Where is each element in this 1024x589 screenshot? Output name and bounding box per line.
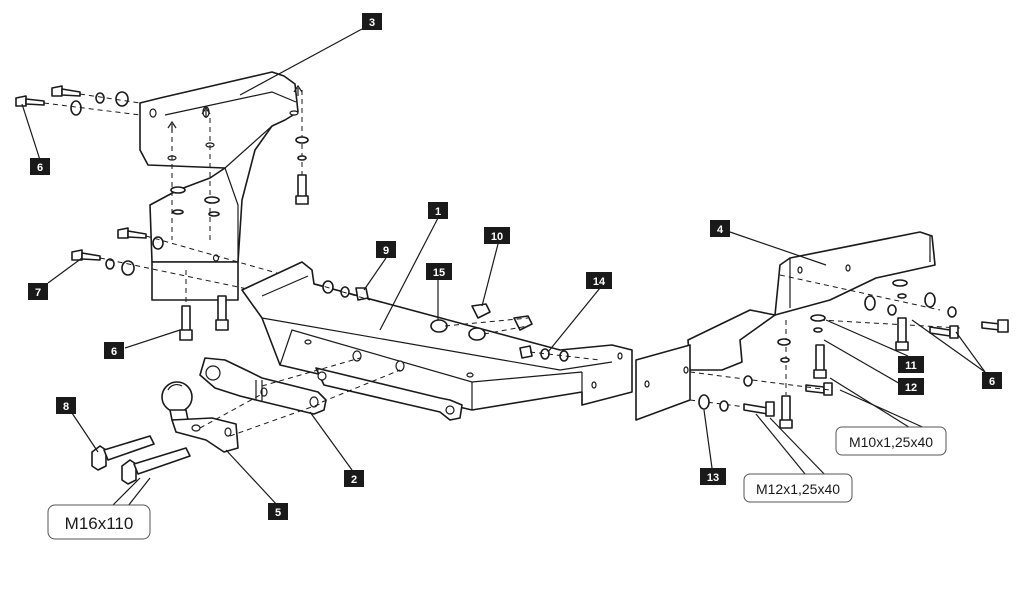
callout-5: 5 bbox=[268, 503, 288, 520]
svg-text:4: 4 bbox=[717, 224, 724, 236]
svg-text:6: 6 bbox=[989, 376, 995, 388]
callout-7: 7 bbox=[28, 283, 48, 300]
callout-13: 13 bbox=[700, 468, 726, 485]
svg-text:3: 3 bbox=[369, 17, 375, 29]
svg-text:M10x1,25x40: M10x1,25x40 bbox=[849, 434, 933, 450]
svg-text:7: 7 bbox=[35, 287, 41, 299]
svg-text:12: 12 bbox=[905, 382, 917, 394]
callout-15: 15 bbox=[426, 263, 452, 280]
callout-14: 14 bbox=[586, 272, 612, 289]
left-side-fasteners bbox=[71, 227, 331, 341]
crossbar-part-1 bbox=[241, 261, 633, 421]
callout-2: 2 bbox=[344, 470, 364, 487]
svg-text:1: 1 bbox=[435, 206, 441, 218]
m16-bolts-part-8 bbox=[91, 435, 191, 485]
callout-9: 9 bbox=[376, 241, 396, 258]
svg-text:5: 5 bbox=[275, 507, 281, 519]
svg-text:8: 8 bbox=[63, 401, 69, 413]
mounting-plate-part-2 bbox=[199, 357, 401, 415]
left-bracket-part-3 bbox=[139, 71, 299, 301]
svg-text:6: 6 bbox=[37, 162, 43, 174]
spec-box-m12: M12x1,25x40 bbox=[743, 473, 853, 503]
crossbar-fasteners bbox=[315, 280, 601, 362]
callout-11: 11 bbox=[898, 356, 924, 373]
callout-8: 8 bbox=[56, 397, 76, 414]
svg-text:11: 11 bbox=[905, 360, 917, 372]
svg-text:14: 14 bbox=[593, 276, 606, 288]
callout-4: 4 bbox=[710, 220, 730, 237]
svg-text:2: 2 bbox=[351, 474, 357, 486]
svg-text:M16x110: M16x110 bbox=[65, 514, 134, 533]
svg-text:M12x1,25x40: M12x1,25x40 bbox=[756, 481, 840, 497]
spec-box-m10: M10x1,25x40 bbox=[835, 426, 947, 456]
callout-1: 1 bbox=[428, 202, 448, 219]
callout-6-top-left: 6 bbox=[30, 158, 50, 175]
callout-12: 12 bbox=[898, 378, 924, 395]
svg-text:6: 6 bbox=[111, 346, 117, 358]
svg-text:13: 13 bbox=[707, 472, 719, 484]
tow-ball-part-5 bbox=[161, 381, 321, 453]
left-top-fasteners bbox=[15, 84, 309, 240]
right-bracket-fasteners bbox=[689, 274, 1009, 429]
right-bracket-part-4 bbox=[635, 231, 936, 421]
svg-text:15: 15 bbox=[433, 267, 445, 279]
svg-text:10: 10 bbox=[491, 231, 503, 243]
svg-text:9: 9 bbox=[383, 245, 389, 257]
callout-6-left: 6 bbox=[104, 342, 124, 359]
spec-box-m16: M16x110 bbox=[47, 504, 151, 540]
callout-6-right: 6 bbox=[982, 372, 1002, 389]
callout-10: 10 bbox=[484, 227, 510, 244]
callout-3: 3 bbox=[362, 13, 382, 30]
